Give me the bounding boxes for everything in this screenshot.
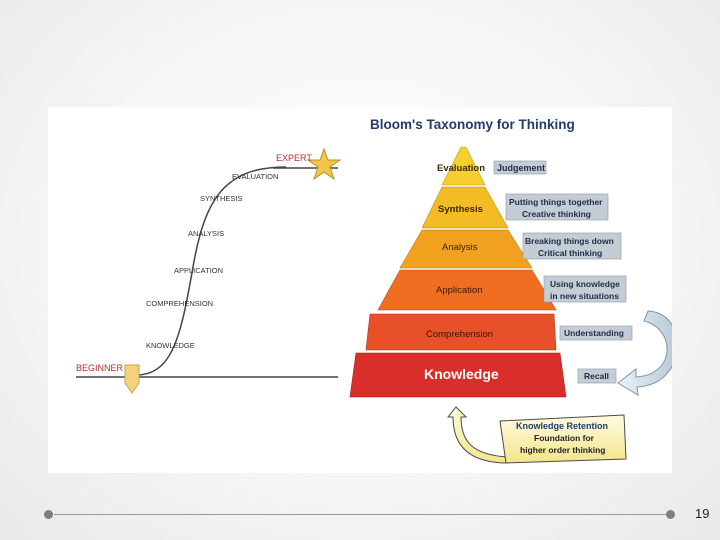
desc-box-analysis [522,232,622,260]
retention-arrow-icon [446,406,509,464]
taxonomy-image: BEGINNER EXPERT KNOWLEDGE COMPREHENSION … [48,107,672,473]
curve-stage-comprehension: COMPREHENSION [146,299,213,308]
desc-box-synthesis [505,193,609,221]
return-arrow-icon [617,310,672,396]
level-label-comprehension: Comprehension [426,329,493,340]
s-curve [135,166,287,376]
desc-comprehension-line1: Understanding [564,328,624,338]
retention-line2: Foundation for [534,433,595,443]
footer-divider [54,514,666,515]
desc-box-knowledge [577,368,617,384]
desc-synthesis-line1: Putting things together [509,197,603,207]
desc-application-line1: Using knowledge [550,279,620,289]
desc-analysis-line2: Critical thinking [538,248,602,258]
desc-application-line2: in new situations [550,291,619,301]
pyramid: Evaluation Synthesis Analysis Applicatio… [349,146,567,398]
descriptions: Judgement Putting things together Creati… [493,160,633,384]
expert-star-icon [306,147,342,181]
level-label-analysis: Analysis [442,242,478,253]
beginner-label: BEGINNER [76,363,124,373]
curve-stage-application: APPLICATION [174,266,223,275]
level-label-evaluation: Evaluation [437,163,485,174]
desc-knowledge-line1: Recall [584,371,609,381]
expert-label: EXPERT [276,153,312,163]
learning-curve: BEGINNER EXPERT KNOWLEDGE COMPREHENSION … [76,147,342,394]
pyramid-level-synthesis [421,186,509,229]
desc-box-evaluation [493,160,547,175]
beginner-pin-icon [124,364,140,394]
pyramid-level-comprehension [365,313,557,351]
footer-dot-right [666,510,675,519]
level-label-synthesis: Synthesis [438,204,483,215]
desc-analysis-line1: Breaking things down [525,236,614,246]
curve-stage-analysis: ANALYSIS [188,229,224,238]
pyramid-level-analysis [399,229,533,269]
diagram-title: Bloom's Taxonomy for Thinking [370,117,575,132]
pyramid-level-application [377,269,557,311]
retention-line1: Knowledge Retention [516,421,608,431]
level-label-application: Application [436,285,482,296]
level-label-knowledge: Knowledge [424,366,499,382]
page-number: 19 [695,506,710,521]
pyramid-level-evaluation [441,146,486,186]
curve-stage-synthesis: SYNTHESIS [200,194,243,203]
retention-box [499,414,627,464]
desc-synthesis-line2: Creative thinking [522,209,591,219]
desc-box-comprehension [559,325,633,341]
desc-evaluation-line1: Judgement [497,163,545,173]
desc-box-application [543,275,627,303]
curve-stage-evaluation: EVALUATION [232,172,278,181]
pyramid-level-knowledge [349,352,567,398]
curve-stage-knowledge: KNOWLEDGE [146,341,195,350]
retention-line3: higher order thinking [520,445,605,455]
footer-dot-left [44,510,53,519]
